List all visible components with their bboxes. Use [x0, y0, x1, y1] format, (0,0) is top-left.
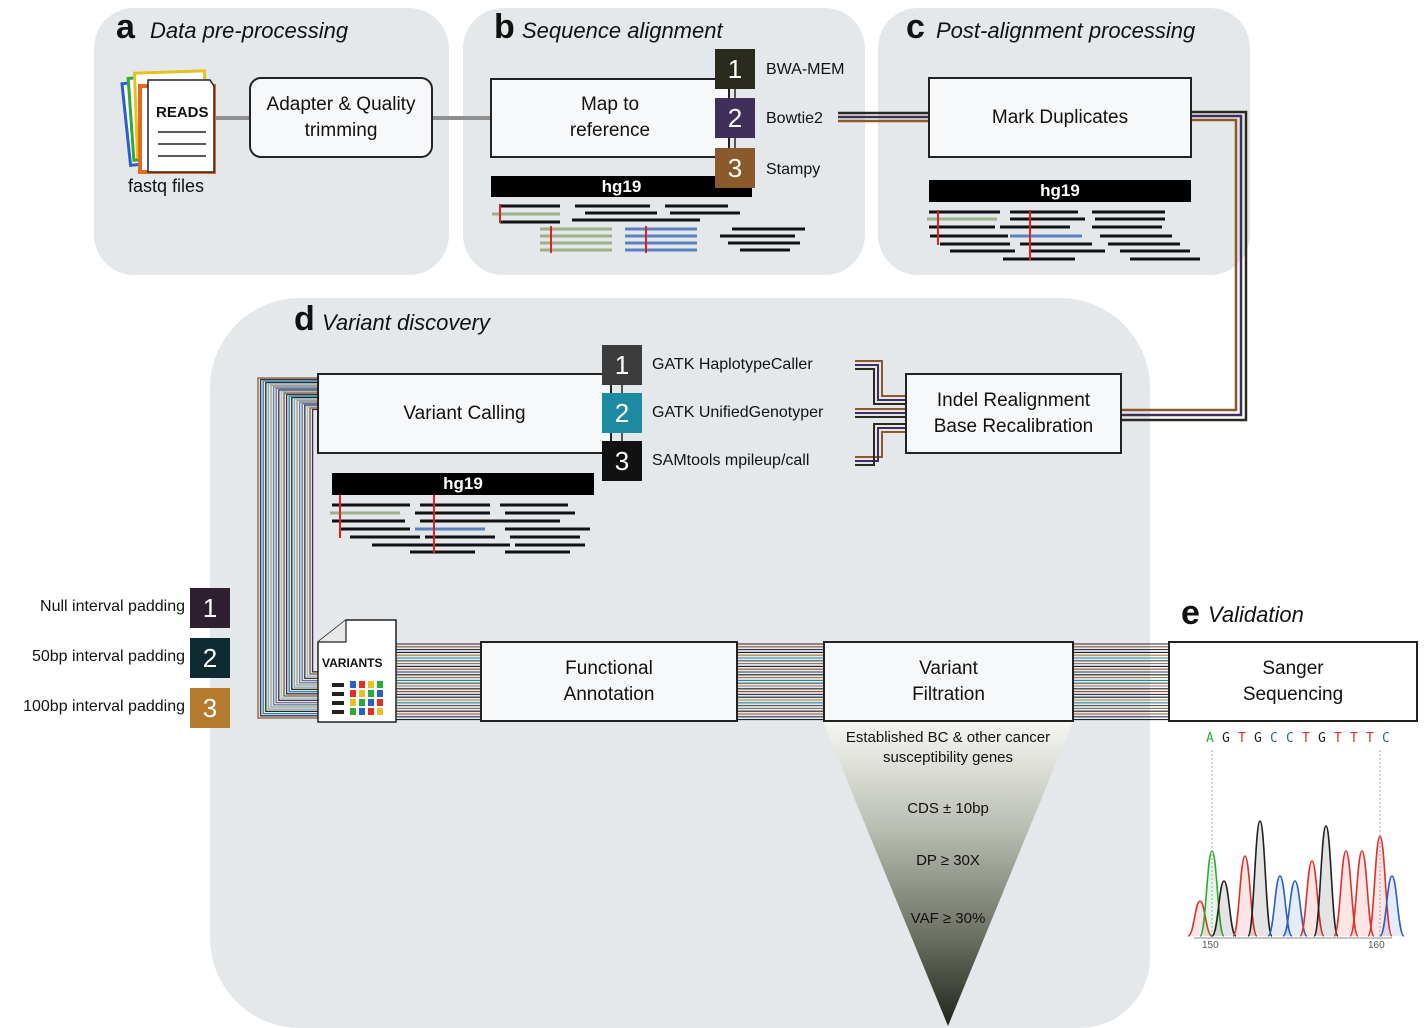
chromatogram-tick-right: 160 — [1368, 940, 1385, 951]
chromatogram-base: C — [1270, 731, 1278, 746]
chromatogram-base: T — [1238, 731, 1246, 746]
fastq-files-caption: fastq files — [128, 176, 205, 196]
realignment-recalibration-box: Indel Realignment Base Recalibration — [905, 373, 1122, 454]
reference-bar-d: hg19 — [332, 473, 594, 495]
padding-label-2: 50bp interval padding — [31, 648, 185, 665]
filter-dp: DP ≥ 30X — [916, 852, 980, 869]
chromatogram-base: T — [1302, 731, 1310, 746]
chromatogram-base: T — [1366, 731, 1374, 746]
aligner-name-3: Stampy — [766, 161, 821, 178]
panel-d-letter: d — [294, 300, 315, 338]
sanger-sequencing-box: Sanger Sequencing — [1168, 641, 1418, 722]
alignment-reads-c — [927, 210, 1200, 261]
padding-badge-2: 2 — [190, 638, 230, 678]
variant-filtration-box: Variant Filtration — [823, 641, 1074, 722]
mark-duplicates-box: Mark Duplicates — [928, 77, 1192, 158]
reference-bar-c: hg19 — [929, 180, 1191, 202]
panel-a-letter: a — [116, 8, 135, 46]
chromatogram-base: T — [1350, 731, 1358, 746]
variants-file-label: VARIANTS — [322, 656, 383, 670]
panel-d-title: Variant discovery — [322, 310, 490, 335]
caller-name-1: GATK HaplotypeCaller — [652, 356, 813, 373]
chromatogram-base: G — [1254, 731, 1262, 746]
variants-file-icon — [317, 619, 397, 723]
filter-genes: Established BC & other cancer susceptibi… — [845, 729, 1051, 766]
aligner-wires — [838, 111, 930, 123]
filtration-funnel — [823, 722, 1073, 1026]
aligner-name-2: Bowtie2 — [766, 110, 823, 127]
padding-label-1: Null interval padding — [40, 598, 185, 615]
markdup-to-realign-wires — [1121, 110, 1248, 422]
filter-vaf: VAF ≥ 30% — [910, 910, 986, 927]
caller-name-3: SAMtools mpileup/call — [652, 452, 810, 469]
caller-badge-3: 3 — [602, 441, 642, 481]
reads-file-label: READS — [156, 104, 209, 121]
trimming-box: Adapter & Quality trimming — [249, 77, 433, 158]
aligner-name-1: BWA-MEM — [766, 61, 845, 78]
padding-label-3: 100bp interval padding — [23, 698, 185, 715]
alignment-reads-b — [492, 204, 805, 253]
chromatogram-base: C — [1286, 731, 1294, 746]
chromatogram-base: A — [1206, 731, 1214, 746]
chromatogram-base: G — [1222, 731, 1230, 746]
aligner-badge-3: 3 — [715, 148, 755, 188]
variant-calling-box: Variant Calling — [317, 373, 612, 454]
reference-bar-b: hg19 — [491, 176, 752, 197]
alignment-reads-d — [330, 473, 590, 554]
chromatogram-tick-left: 150 — [1202, 940, 1219, 951]
caller-wires — [855, 360, 906, 466]
panel-b-title: Sequence alignment — [522, 18, 723, 43]
pipeline-bundles — [396, 643, 1168, 721]
chromatogram-base: G — [1318, 731, 1326, 746]
aligner-badge-2: 2 — [715, 98, 755, 138]
caller-name-2: GATK UnifiedGenotyper — [652, 404, 824, 421]
functional-annotation-box: Functional Annotation — [480, 641, 738, 722]
caller-badge-2: 2 — [602, 393, 642, 433]
chromatogram-base: T — [1334, 731, 1342, 746]
filter-cds: CDS ± 10bp — [907, 800, 989, 817]
panel-a-title: Data pre-processing — [150, 18, 349, 43]
panel-e-title: Validation — [1208, 602, 1304, 627]
panel-e-letter: e — [1181, 594, 1200, 632]
fastq-files-icon — [120, 69, 216, 174]
caller-badge-1: 1 — [602, 345, 642, 385]
map-to-reference-box: Map to reference — [490, 78, 730, 158]
caller-to-variants-bundle — [257, 377, 318, 719]
aligner-badge-1: 1 — [715, 49, 755, 89]
padding-badge-3: 3 — [190, 688, 230, 728]
panel-c-letter: c — [906, 8, 925, 46]
panel-c-title: Post-alignment processing — [936, 18, 1196, 43]
panel-b-letter: b — [494, 8, 515, 46]
padding-badge-1: 1 — [190, 588, 230, 628]
sanger-chromatogram — [1187, 750, 1405, 939]
chromatogram-base: C — [1382, 731, 1390, 746]
